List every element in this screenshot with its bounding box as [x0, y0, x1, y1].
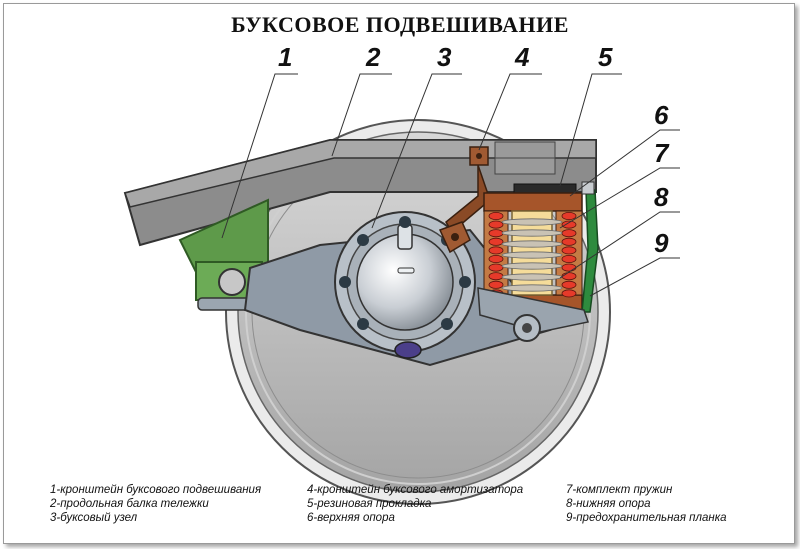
spring-coil — [561, 237, 577, 246]
legend-item: 9-предохранительная планка — [566, 512, 727, 524]
spring-coil — [488, 254, 504, 263]
axle-box-bolt — [441, 318, 453, 330]
arm-end — [477, 287, 589, 342]
spring-coil — [561, 272, 577, 281]
spring-coil — [488, 237, 504, 246]
spring-coil — [561, 246, 577, 255]
callout-numbers: 1 2 3 4 5 6 7 8 9 — [278, 42, 670, 258]
spring-coil — [561, 289, 577, 298]
spring-coil — [501, 218, 563, 226]
safety-bar — [581, 189, 599, 313]
axle-box — [334, 211, 476, 359]
spring-coil — [488, 229, 504, 238]
spring-coil — [488, 272, 504, 281]
spring-coil — [561, 211, 577, 220]
legend-item: 7-комплект пружин — [566, 484, 673, 496]
spring-coil — [501, 251, 563, 259]
spring-coil — [561, 254, 577, 263]
axle-box-bolt — [459, 276, 471, 288]
callout-5: 5 — [598, 42, 613, 72]
callout-4: 4 — [514, 42, 530, 72]
callout-1: 1 — [278, 42, 292, 72]
legend-column-2: 4-кронштейн буксового амортизатора 5-рез… — [307, 483, 523, 525]
axle-box-bolt — [357, 318, 369, 330]
axle-box-bolt — [399, 216, 411, 228]
legend-item: 3-буксовый узел — [50, 512, 138, 524]
callout-9: 9 — [654, 228, 669, 258]
spring-coil — [488, 280, 504, 289]
spring-coil — [501, 262, 563, 270]
legend-item: 2-продольная балка тележки — [50, 498, 209, 510]
spring-coil — [561, 280, 577, 289]
legend-column-1: 1-кронштейн буксового подвешивания 2-про… — [50, 483, 261, 525]
spring-coil — [501, 273, 563, 281]
axle-box-bolt — [339, 276, 351, 288]
leader-lines — [221, 73, 680, 297]
legend-column-3: 7-комплект пружин 8-нижняя опора 9-предо… — [566, 483, 727, 525]
page-title: БУКСОВОЕ ПОДВЕШИВАНИЕ — [231, 12, 569, 37]
legend-item: 4-кронштейн буксового амортизатора — [307, 484, 524, 496]
callout-8: 8 — [654, 182, 669, 212]
legend-item: 8-нижняя опора — [566, 498, 651, 510]
legend-item: 1-кронштейн буксового подвешивания — [50, 484, 262, 496]
spring-coil — [501, 240, 563, 248]
callout-6: 6 — [654, 100, 669, 130]
callout-3: 3 — [437, 42, 452, 72]
spring-coil — [488, 246, 504, 255]
upper-spring-seat — [483, 192, 583, 212]
inner-spring-coils — [501, 218, 563, 292]
spring-coil — [488, 211, 504, 220]
callout-2: 2 — [365, 42, 381, 72]
spring-coil — [561, 263, 577, 272]
spring-coil — [488, 263, 504, 272]
legend-item: 5-резиновая прокладка — [307, 498, 432, 510]
spring-coil — [488, 220, 504, 229]
spring-coil — [501, 229, 563, 237]
spring-coil — [561, 220, 577, 229]
spring-coil — [561, 229, 577, 238]
callout-7: 7 — [654, 138, 670, 168]
legend-item: 6-верхняя опора — [307, 512, 395, 524]
outer-spring-coils-left — [488, 211, 504, 298]
axle-box-bolt — [357, 234, 369, 246]
spring-coil — [501, 284, 563, 292]
